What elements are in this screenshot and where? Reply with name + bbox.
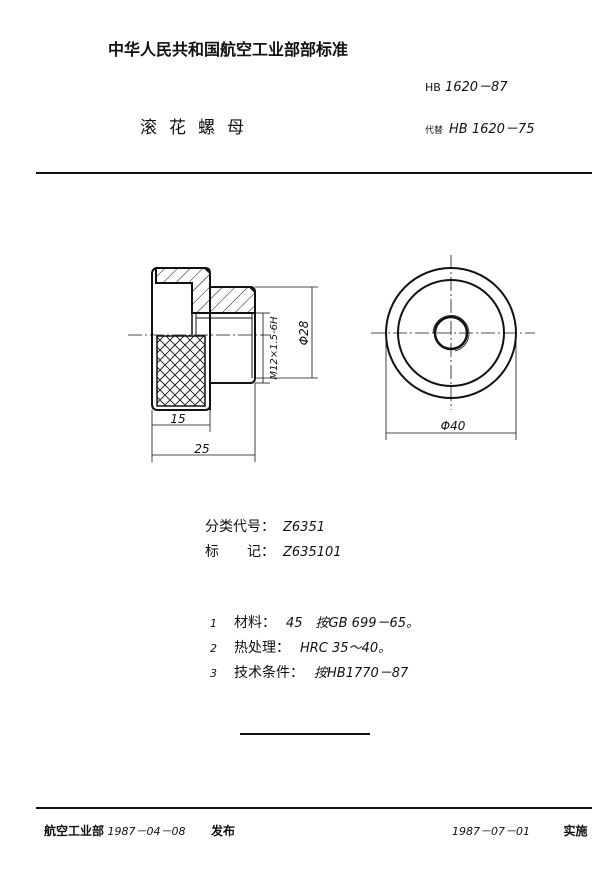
dim-thread: M12×1.5-6H [269, 316, 280, 380]
dim-15: 15 [170, 412, 185, 426]
replaces-standard: 代替 HB 1620－75 [425, 118, 534, 137]
dim-shank-dia: Φ28 [297, 320, 311, 345]
effective-date: 1987－07－01 [452, 825, 530, 838]
replaces-value: HB 1620－75 [449, 122, 535, 137]
effective-label: 实施 [563, 824, 588, 838]
class-code-value: Z6351 [283, 520, 325, 535]
footer-issue: 航空工业部 1987－04－08 发布 [44, 822, 235, 839]
replaces-label: 代替 [425, 126, 444, 136]
standard-number: HB 1620－87 [425, 76, 508, 95]
dim-outer-dia: Φ40 [441, 419, 466, 433]
document-title: 滚花螺母 [140, 118, 256, 138]
dim-25: 25 [194, 442, 209, 456]
mark-label: 标 记： [205, 544, 275, 560]
issue-date: 1987－04－08 [107, 825, 186, 838]
standard-number-value: 1620－87 [444, 80, 508, 95]
class-code-label: 分类代号： [205, 519, 275, 535]
section-view [128, 267, 318, 462]
footer-divider [36, 807, 592, 809]
end-view [371, 255, 535, 440]
standard-prefix: HB [425, 81, 441, 94]
issue-label: 发布 [211, 824, 236, 838]
issuer: 航空工业部 [44, 824, 105, 838]
organization-heading: 中华人民共和国航空工业部部标准 [108, 40, 349, 59]
header-divider [36, 172, 592, 174]
class-code-row: 分类代号： Z6351 [205, 516, 325, 536]
footer-effective: 1987－07－01 实施 [452, 822, 588, 839]
end-divider [240, 733, 370, 735]
mark-row: 标 记： Z635101 [205, 541, 342, 561]
mark-value: Z635101 [283, 545, 342, 560]
